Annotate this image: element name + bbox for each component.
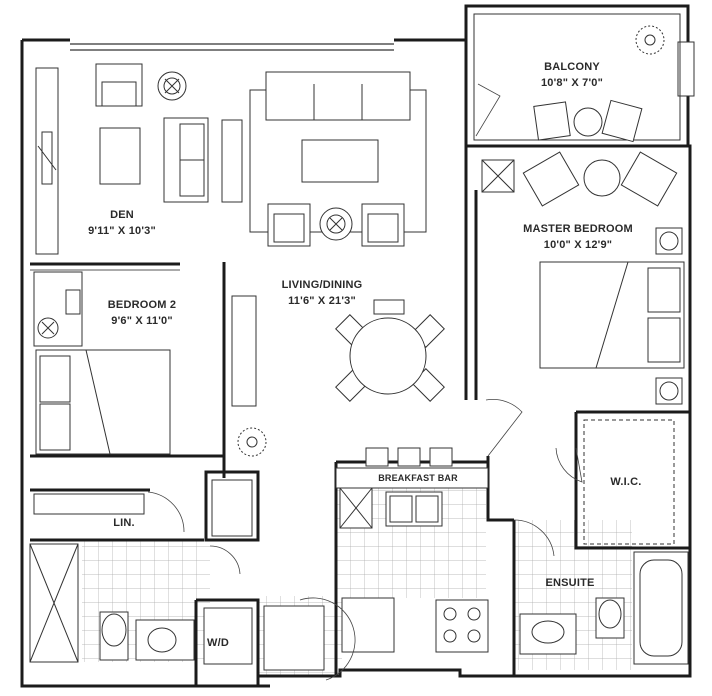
den-dims: 9'11" X 10'3" bbox=[88, 225, 156, 237]
master-bedroom-furniture bbox=[481, 151, 685, 405]
balcony-label: BALCONY bbox=[544, 61, 600, 73]
plant-icon bbox=[237, 25, 665, 457]
ensuite-label: ENSUITE bbox=[545, 577, 594, 589]
wic-label: W.I.C. bbox=[610, 476, 641, 488]
den-window bbox=[35, 67, 59, 255]
kitchen bbox=[203, 447, 489, 671]
bedroom2-furniture bbox=[33, 271, 171, 455]
master-bedroom-label: MASTER BEDROOM bbox=[523, 223, 633, 235]
laundry-label: W/D bbox=[207, 637, 229, 649]
master-bedroom-dims: 10'0" X 12'9" bbox=[544, 239, 612, 251]
bedroom2-label: BEDROOM 2 bbox=[108, 299, 176, 311]
door-swings bbox=[147, 83, 583, 681]
den-furniture bbox=[95, 63, 243, 203]
living-furniture bbox=[231, 71, 427, 407]
closets bbox=[33, 419, 675, 545]
living-dining-dims: 11'6" X 21'3" bbox=[288, 295, 356, 307]
bedroom2-dims: 9'6" X 11'0" bbox=[111, 315, 173, 327]
den-label: DEN bbox=[110, 209, 134, 221]
balcony-furniture bbox=[533, 99, 643, 143]
linen-label: LIN. bbox=[113, 517, 135, 529]
bathroom-fixtures bbox=[29, 543, 689, 665]
dining-set bbox=[335, 299, 445, 402]
living-dining-label: LIVING/DINING bbox=[282, 279, 363, 291]
breakfast-bar-label: BREAKFAST BAR bbox=[378, 473, 458, 483]
balcony-dims: 10'8" X 7'0" bbox=[541, 77, 603, 89]
